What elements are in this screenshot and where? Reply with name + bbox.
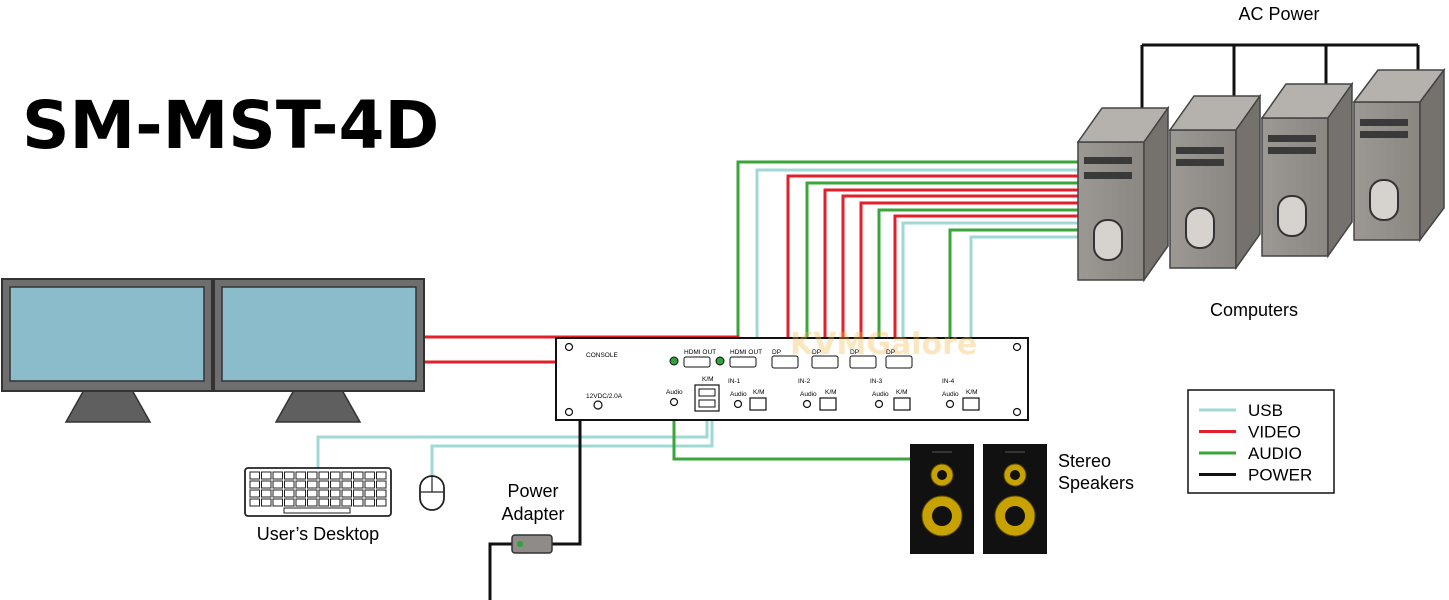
mouse-icon (419, 475, 445, 511)
speaker-left (910, 444, 974, 554)
svg-text:IN-1: IN-1 (728, 378, 741, 385)
legend-label-usb: USB (1248, 401, 1283, 420)
computer-3 (1260, 81, 1354, 259)
legend-label-audio: AUDIO (1248, 444, 1302, 463)
svg-text:IN-4: IN-4 (942, 378, 955, 385)
keyboard-icon (244, 467, 392, 517)
dc-in-label: 12VDC/2.0A (586, 393, 623, 400)
computer-2 (1168, 93, 1262, 271)
legend-label-video: VIDEO (1248, 423, 1301, 442)
desktop-usb-cables (316, 412, 714, 476)
input-port-1: DP IN-1 Audio K/M (728, 349, 799, 411)
console-label: CONSOLE (586, 352, 618, 359)
computer-4 (1352, 67, 1446, 243)
input-port-2: DP IN-2 Audio K/M (798, 349, 839, 411)
speaker-right (983, 444, 1047, 554)
product-title: SM-MST-4D (22, 87, 439, 164)
ac-power-label: AC Power (1238, 4, 1319, 24)
power-adapter-label-1: Power (507, 481, 558, 501)
speakers-label-1: Stereo (1058, 451, 1111, 471)
monitor-left (1, 278, 213, 423)
hdmi-out-2-label: HDMI OUT (730, 349, 762, 356)
console-audio-port (669, 397, 679, 407)
users-desktop-label: User’s Desktop (257, 524, 379, 544)
monitor-right (213, 278, 425, 423)
input-port-3: DP IN-3 Audio K/M (849, 349, 911, 411)
svg-text:IN-3: IN-3 (870, 378, 883, 385)
svg-text:K/M: K/M (753, 389, 765, 396)
legend: USB VIDEO AUDIO POWER (1187, 389, 1335, 494)
svg-text:K/M: K/M (966, 389, 978, 396)
power-cable-wall (488, 542, 512, 600)
svg-text:Audio: Audio (730, 391, 747, 398)
svg-text:DP: DP (850, 349, 859, 356)
ac-power-lines (1140, 43, 1420, 108)
hdmi-out-1-port (683, 356, 711, 368)
hdmi-out-1-label: HDMI OUT (684, 349, 716, 356)
svg-text:DP: DP (812, 349, 821, 356)
svg-text:K/M: K/M (896, 389, 908, 396)
console-audio-label: Audio (666, 389, 683, 396)
speaker-audio-cable (672, 404, 918, 461)
power-adapter-icon (511, 534, 553, 554)
console-km-label: K/M (702, 376, 714, 383)
svg-text:Audio: Audio (942, 391, 959, 398)
svg-text:DP: DP (772, 349, 781, 356)
input-port-4: DP IN-4 Audio K/M (885, 349, 980, 411)
svg-text:K/M: K/M (825, 389, 837, 396)
dc-in-port (593, 400, 603, 410)
console-led (669, 356, 679, 366)
speakers-label-2: Speakers (1058, 473, 1134, 493)
power-adapter-label-2: Adapter (501, 504, 564, 524)
svg-text:IN-2: IN-2 (798, 378, 811, 385)
hdmi-out-2-port (729, 356, 757, 368)
legend-label-power: POWER (1248, 466, 1312, 485)
computer-cables (736, 160, 1078, 388)
svg-text:Audio: Audio (872, 391, 889, 398)
hdmi-led (715, 356, 725, 366)
svg-text:Audio: Audio (800, 391, 817, 398)
svg-text:DP: DP (886, 349, 895, 356)
computer-1 (1076, 105, 1170, 283)
computers-label: Computers (1210, 300, 1298, 320)
kvm-switch-panel: KVMGalore CONSOLE HDMI OUT HDMI OUT 12VD… (555, 327, 1029, 421)
